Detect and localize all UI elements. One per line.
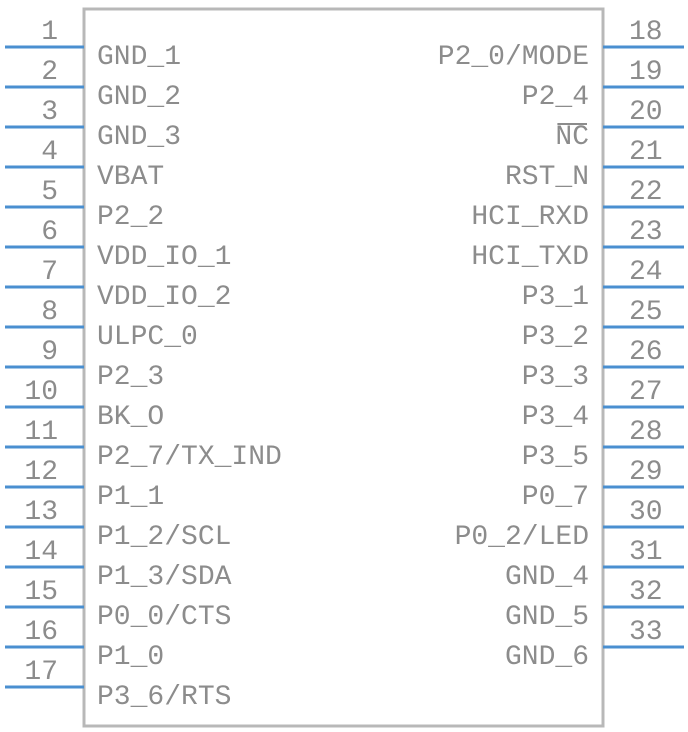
pin-2-number: 2 <box>41 57 58 88</box>
pin-1-number: 1 <box>41 17 58 48</box>
pin-10-number: 10 <box>24 377 58 408</box>
component-body <box>82 7 605 728</box>
pin-label-ulpc-0: ULPC_0 <box>97 322 198 353</box>
pin-24-number: 24 <box>629 257 663 288</box>
pin-18-number: 18 <box>629 17 663 48</box>
pin-33-number: 33 <box>629 617 663 648</box>
pin-label-gnd-5: GND_5 <box>505 602 589 633</box>
pin-label-gnd-4: GND_4 <box>505 562 589 593</box>
pin-label-p2-4: P2_4 <box>522 82 589 113</box>
pin-label-p3-1: P3_1 <box>522 282 589 313</box>
pin-5-number: 5 <box>41 177 58 208</box>
pin-label-nc: NC <box>555 122 589 153</box>
pin-15-number: 15 <box>24 577 58 608</box>
pin-20-number: 20 <box>629 97 663 128</box>
pin-6-number: 6 <box>41 217 58 248</box>
pin-3-number: 3 <box>41 97 58 128</box>
pin-label-p2-2: P2_2 <box>97 202 164 233</box>
pin-13-number: 13 <box>24 497 58 528</box>
pin-31-number: 31 <box>629 537 663 568</box>
pin-12-number: 12 <box>24 457 58 488</box>
pin-label-gnd-6: GND_6 <box>505 642 589 673</box>
pin-22-number: 22 <box>629 177 663 208</box>
pin-label-rst-n: RST_N <box>505 162 589 193</box>
pin-8-number: 8 <box>41 297 58 328</box>
pin-label-vdd-io-1: VDD_IO_1 <box>97 242 231 273</box>
pin-25-number: 25 <box>629 297 663 328</box>
pin-26-number: 26 <box>629 337 663 368</box>
pin-32-number: 32 <box>629 577 663 608</box>
pin-9-number: 9 <box>41 337 58 368</box>
pin-7-number: 7 <box>41 257 58 288</box>
pin-28-number: 28 <box>629 417 663 448</box>
pin-label-p2-0-mode: P2_0/MODE <box>438 42 589 73</box>
pin-label-gnd-2: GND_2 <box>97 82 181 113</box>
pin-17-number: 17 <box>24 657 58 688</box>
pin-label-p3-4: P3_4 <box>522 402 589 433</box>
pin-label-p3-3: P3_3 <box>522 362 589 393</box>
pin-label-p1-0: P1_0 <box>97 642 164 673</box>
pin-11-number: 11 <box>24 417 58 448</box>
pin-14-number: 14 <box>24 537 58 568</box>
pin-label-p1-3-sda: P1_3/SDA <box>97 562 232 593</box>
pin-27-number: 27 <box>629 377 663 408</box>
pin-label-p2-3: P2_3 <box>97 362 164 393</box>
pin-label-vbat: VBAT <box>97 162 164 193</box>
pin-16-number: 16 <box>24 617 58 648</box>
pin-30-number: 30 <box>629 497 663 528</box>
pin-label-p2-7-tx-ind: P2_7/TX_IND <box>97 442 282 473</box>
pin-4-number: 4 <box>41 137 58 168</box>
pin-19-number: 19 <box>629 57 663 88</box>
pin-label-p1-1: P1_1 <box>97 482 164 513</box>
pin-label-vdd-io-2: VDD_IO_2 <box>97 282 231 313</box>
pin-label-gnd-3: GND_3 <box>97 122 181 153</box>
pin-label-p1-2-scl: P1_2/SCL <box>97 522 231 553</box>
pin-label-p0-7: P0_7 <box>522 482 589 513</box>
pin-label-gnd-1: GND_1 <box>97 42 181 73</box>
pin-23-number: 23 <box>629 217 663 248</box>
pin-label-p0-0-cts: P0_0/CTS <box>97 602 231 633</box>
pin-label-p3-2: P3_2 <box>522 322 589 353</box>
pin-label-p0-2-led: P0_2/LED <box>455 522 589 553</box>
pin-label-p3-6-rts: P3_6/RTS <box>97 682 231 713</box>
pin-29-number: 29 <box>629 457 663 488</box>
pin-label-hci-txd: HCI_TXD <box>471 242 589 273</box>
pin-label-p3-5: P3_5 <box>522 442 589 473</box>
pin-label-hci-rxd: HCI_RXD <box>471 202 589 233</box>
pin-label-bk-o: BK_O <box>97 402 164 433</box>
pin-21-number: 21 <box>629 137 663 168</box>
